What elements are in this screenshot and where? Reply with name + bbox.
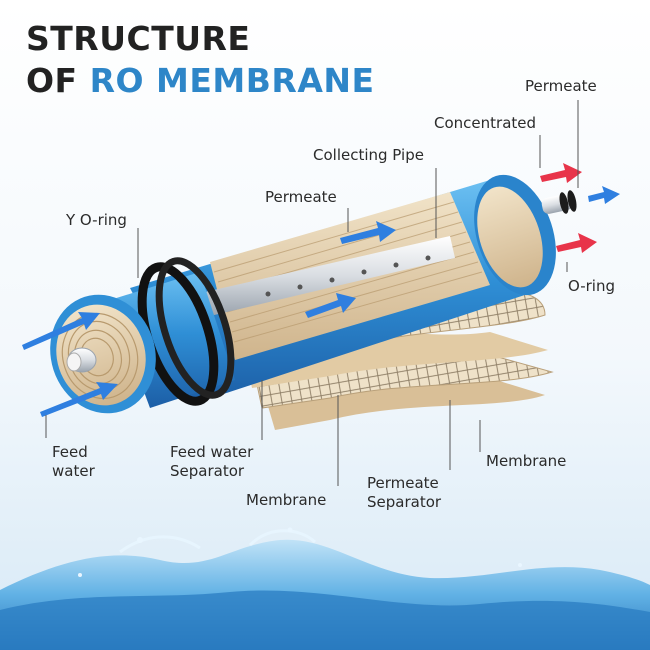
- page-title-line2: OF RO MEMBRANE: [26, 64, 375, 97]
- permeate-outlet-tube: [541, 190, 577, 214]
- label-feed-water-line2: water: [52, 462, 95, 480]
- label-feed-water-separator-line2: Separator: [170, 462, 245, 480]
- label-membrane-back: Membrane: [486, 452, 567, 470]
- label-permeate-separator-line1: Permeate: [367, 474, 439, 492]
- title-prefix: OF: [26, 61, 90, 100]
- concentrate-arrows: [540, 163, 597, 253]
- feed-end-cap: [50, 257, 235, 414]
- water-splash: [0, 527, 650, 650]
- permeate-flow-arrows: [305, 186, 620, 318]
- label-feed-water-line1: Feed: [52, 443, 88, 461]
- page-title-line1: STRUCTURE: [26, 19, 251, 58]
- collecting-pipe: [205, 236, 455, 316]
- label-collecting-pipe: Collecting Pipe: [313, 146, 424, 164]
- label-permeate-flow: Permeate: [265, 188, 337, 206]
- label-o-ring: O-ring: [568, 277, 615, 295]
- feed-water-arrows: [22, 312, 118, 417]
- label-membrane-front: Membrane: [246, 491, 327, 509]
- label-concentrated: Concentrated: [434, 114, 537, 132]
- label-permeate-outlet: Permeate: [525, 77, 597, 95]
- label-permeate-separator-line2: Separator: [367, 493, 442, 511]
- label-y-o-ring: Y O-ring: [66, 211, 127, 229]
- leader-lines: [45, 100, 579, 486]
- label-feed-water-separator-line1: Feed water: [170, 443, 254, 461]
- title-accent: RO MEMBRANE: [89, 61, 375, 100]
